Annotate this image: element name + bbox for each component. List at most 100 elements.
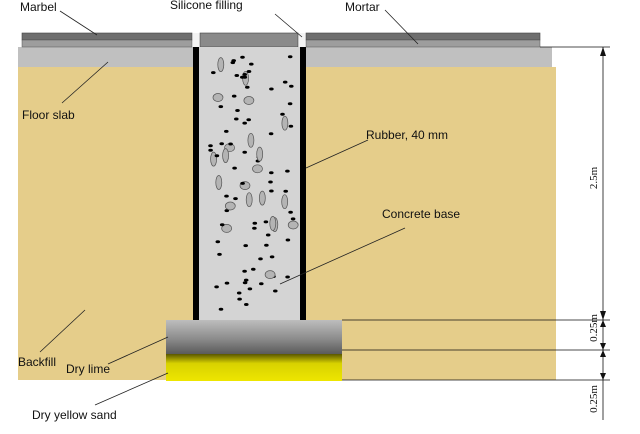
aggregate-stone	[234, 117, 239, 121]
label-marbel: Marbel	[20, 0, 57, 14]
aggregate-stone	[224, 129, 229, 133]
aggregate-stone	[287, 55, 293, 59]
marble-layer-left	[21, 32, 193, 41]
leader-silicone	[274, 13, 303, 38]
aggregate-stone	[228, 142, 233, 146]
rubber-right	[300, 47, 306, 320]
aggregate-stone	[282, 80, 288, 84]
aggregate-stone	[240, 55, 245, 59]
aggregate-stone	[219, 142, 224, 146]
label-mortar: Mortar	[345, 0, 380, 14]
aggregate-stone	[249, 62, 254, 66]
aggregate-stone	[208, 148, 213, 152]
aggregate-stone	[247, 132, 255, 148]
aggregate-stone	[268, 180, 273, 184]
aggregate-stone	[242, 150, 247, 154]
aggregate-stone	[289, 84, 294, 88]
aggregate-stone	[287, 220, 299, 230]
leader-dry-yellow-sand	[94, 372, 169, 406]
aggregate-stone	[243, 96, 255, 105]
marble-strip-center	[199, 32, 299, 48]
rubber-left	[193, 47, 199, 320]
aggregate-stone	[252, 221, 258, 225]
aggregate-stone	[243, 278, 249, 282]
aggregate-stone	[231, 94, 237, 98]
aggregate-stone	[235, 109, 240, 112]
leader-rubber	[305, 139, 369, 169]
aggregate-stone	[224, 201, 236, 211]
aggregate-stone	[280, 112, 285, 116]
aggregate-stone	[217, 57, 225, 72]
aggregate-stone	[283, 189, 289, 193]
dry-lime-layer	[166, 320, 342, 354]
aggregate-stone	[269, 87, 274, 91]
leader-mortar	[384, 9, 419, 45]
aggregate-stone	[242, 73, 247, 76]
aggregate-stone	[246, 118, 251, 122]
aggregate-stone	[265, 233, 271, 237]
aggregate-stone	[243, 244, 248, 248]
leader-backfill	[39, 309, 86, 353]
label-floor-slab: Floor slab	[22, 108, 75, 122]
aggregate-stone	[210, 151, 217, 167]
aggregate-stone	[224, 281, 230, 285]
dim-arrow-down-2	[600, 343, 606, 350]
aggregate-stone	[234, 74, 240, 77]
silicone-filling-left	[193, 33, 199, 47]
aggregate-stone	[285, 238, 291, 242]
aggregate-stone	[215, 240, 221, 244]
dim-label-lower: 0.25m	[588, 385, 600, 413]
aggregate-stone	[214, 154, 220, 158]
dim-arrow-up-1	[600, 47, 606, 56]
aggregate-stone	[288, 124, 294, 128]
aggregate-stone	[219, 223, 225, 227]
label-dry-lime: Dry lime	[66, 362, 110, 376]
aggregate-stone	[247, 287, 253, 291]
aggregate-stone	[258, 257, 263, 261]
aggregate-stone	[269, 171, 274, 175]
aggregate-stone	[224, 194, 229, 198]
aggregate-stone	[281, 194, 289, 210]
aggregate-stone	[263, 220, 269, 224]
aggregate-stone	[221, 224, 233, 233]
mortar-layer-left	[21, 39, 193, 48]
label-silicone-filling: Silicone filling	[170, 0, 243, 12]
dim-arrow-up-3	[600, 350, 606, 357]
aggregate-stone	[232, 166, 237, 170]
mortar-layer-right	[305, 39, 541, 48]
aggregate-stone	[244, 303, 249, 306]
label-backfill: Backfill	[18, 355, 56, 369]
aggregate-stone	[214, 285, 219, 289]
dim-arrow-down-1	[600, 311, 606, 320]
aggregate-stone	[246, 70, 252, 73]
aggregate-stone	[233, 197, 238, 201]
aggregate-stone	[215, 175, 223, 190]
concrete-aggregate	[208, 55, 299, 311]
aggregate-stone	[285, 275, 290, 279]
aggregate-stone	[290, 217, 296, 221]
aggregate-stone	[211, 71, 216, 75]
aggregate-stone	[269, 216, 277, 231]
aggregate-stone	[288, 210, 293, 214]
leader-concrete-base	[279, 227, 406, 285]
leader-dry-lime	[107, 336, 169, 365]
aggregate-stone	[218, 307, 224, 311]
aggregate-stone	[218, 105, 224, 109]
aggregate-stone	[245, 85, 250, 89]
aggregate-stone	[273, 289, 278, 293]
aggregate-stone	[269, 189, 274, 193]
aggregate-stone	[258, 190, 266, 206]
aggregate-stone	[208, 144, 213, 148]
aggregate-stone	[252, 226, 257, 230]
leader-floor-slab	[61, 61, 109, 104]
aggregate-stone	[242, 121, 247, 125]
marble-layer-right	[305, 32, 541, 41]
aggregate-stone	[264, 270, 276, 279]
aggregate-stone	[212, 93, 224, 102]
aggregate-stone	[259, 282, 264, 286]
aggregate-stone	[264, 243, 269, 247]
label-rubber: Rubber, 40 mm	[366, 128, 448, 142]
label-concrete-base: Concrete base	[382, 207, 460, 221]
aggregate-stone	[236, 291, 242, 295]
